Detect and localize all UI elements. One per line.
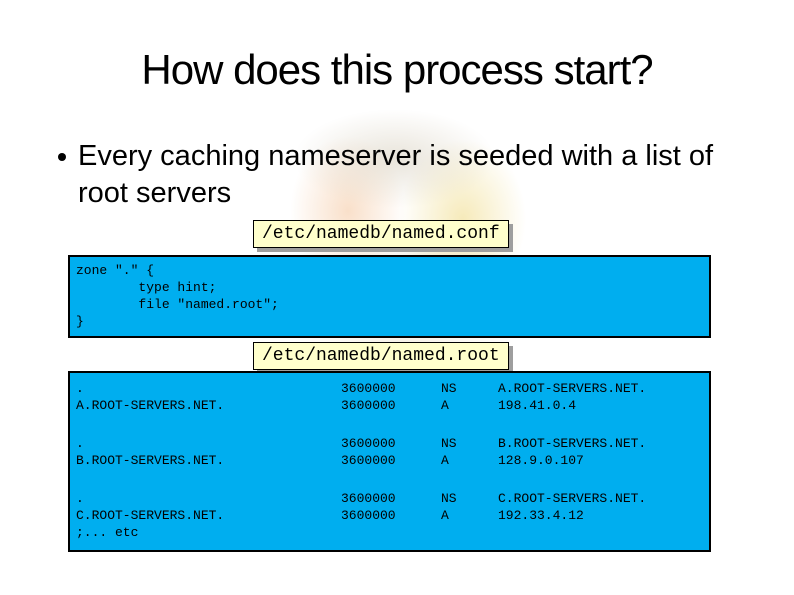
filename-label-named-conf: /etc/namedb/named.conf — [253, 220, 509, 248]
record-cell: 3600000 — [341, 453, 396, 468]
record-cell: . — [76, 381, 84, 396]
record-row: . 3600000 NS B.ROOT-SERVERS.NET. — [76, 435, 703, 452]
record-cell: A — [441, 398, 449, 413]
record-cell: NS — [441, 381, 457, 396]
record-cell: 3600000 — [341, 398, 396, 413]
named-conf-code-box: zone "." { type hint; file "named.root";… — [68, 255, 711, 338]
record-cell: 3600000 — [341, 436, 396, 451]
record-cell: . — [76, 491, 84, 506]
named-conf-code: zone "." { type hint; file "named.root";… — [76, 262, 703, 330]
record-cell: A — [441, 453, 449, 468]
record-row: C.ROOT-SERVERS.NET. 3600000 A 192.33.4.12 — [76, 507, 703, 524]
code-line: file "named.root"; — [76, 297, 279, 312]
record-cell: A — [441, 508, 449, 523]
record-cell: C.ROOT-SERVERS.NET. — [498, 491, 647, 506]
slide-title: How does this process start? — [141, 46, 653, 93]
filename-label-conf-text: /etc/namedb/named.conf — [262, 224, 500, 244]
record-cell: C.ROOT-SERVERS.NET. — [76, 508, 225, 523]
record-cell: A.ROOT-SERVERS.NET. — [498, 381, 647, 396]
code-line: type hint; — [76, 280, 217, 295]
record-cell: NS — [441, 436, 457, 451]
filename-label-root-text: /etc/namedb/named.root — [262, 346, 500, 366]
record-cell: 3600000 — [341, 381, 396, 396]
code-line: } — [76, 314, 84, 329]
bullet-item: Every caching nameserver is seeded with … — [58, 138, 754, 212]
record-cell: 192.33.4.12 — [498, 508, 584, 523]
record-row: A.ROOT-SERVERS.NET. 3600000 A 198.41.0.4 — [76, 397, 703, 414]
root-table-footer: ;... etc — [76, 525, 139, 540]
record-row: . 3600000 NS A.ROOT-SERVERS.NET. — [76, 380, 703, 397]
record-cell: 3600000 — [341, 508, 396, 523]
record-cell: 128.9.0.107 — [498, 453, 584, 468]
record-cell: NS — [441, 491, 457, 506]
record-cell: . — [76, 436, 84, 451]
bullet-text: Every caching nameserver is seeded with … — [78, 140, 714, 209]
record-cell: 3600000 — [341, 491, 396, 506]
code-line: zone "." { — [76, 263, 155, 278]
record-row: . 3600000 NS C.ROOT-SERVERS.NET. — [76, 490, 703, 507]
filename-label-named-root: /etc/namedb/named.root — [253, 342, 509, 370]
record-cell: B.ROOT-SERVERS.NET. — [498, 436, 647, 451]
record-row: B.ROOT-SERVERS.NET. 3600000 A 128.9.0.107 — [76, 452, 703, 469]
record-cell: A.ROOT-SERVERS.NET. — [76, 398, 225, 413]
bullet-icon — [58, 153, 66, 161]
record-cell: 198.41.0.4 — [498, 398, 577, 413]
record-cell: B.ROOT-SERVERS.NET. — [76, 453, 225, 468]
